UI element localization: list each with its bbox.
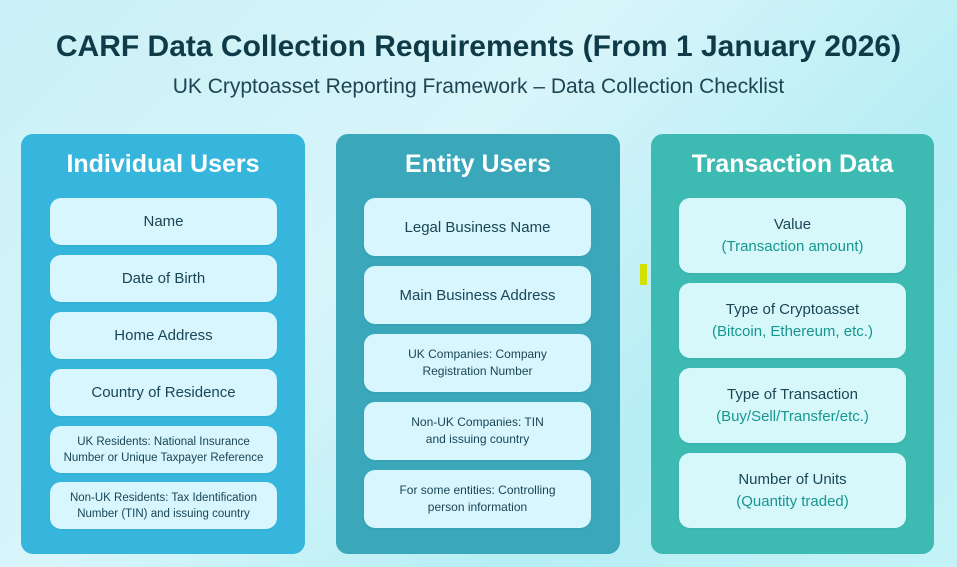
item-label: Value [773, 215, 812, 233]
item-detail: (Buy/Sell/Transfer/etc.) [716, 407, 869, 425]
item-detail: (Transaction amount) [721, 237, 864, 255]
entity-users-panel: Entity Users Legal Business Name Main Bu… [336, 134, 620, 554]
list-item: Non-UK Companies: TIN and issuing countr… [364, 402, 591, 460]
item-label: Type of Transaction [727, 385, 858, 403]
list-item: Home Address [50, 312, 277, 359]
item-label: Type of Cryptoasset [725, 300, 860, 318]
list-item: Number of Units (Quantity traded) [679, 453, 906, 528]
list-item: Legal Business Name [364, 198, 591, 256]
list-item: Non-UK Residents: Tax Identification Num… [50, 482, 277, 529]
highlight-marker [640, 264, 647, 285]
panel-title: Entity Users [405, 150, 551, 178]
list-item: Type of Transaction (Buy/Sell/Transfer/e… [679, 368, 906, 443]
list-item: Type of Cryptoasset (Bitcoin, Ethereum, … [679, 283, 906, 358]
list-item: Main Business Address [364, 266, 591, 324]
page-title: CARF Data Collection Requirements (From … [55, 30, 902, 63]
list-item: UK Companies: Company Registration Numbe… [364, 334, 591, 392]
item-detail: (Bitcoin, Ethereum, etc.) [712, 322, 873, 340]
panel-title: Individual Users [66, 150, 260, 178]
list-item: UK Residents: National Insurance Number … [50, 426, 277, 473]
list-item: For some entities: Controlling person in… [364, 470, 591, 528]
panel-title: Transaction Data [691, 150, 894, 178]
individual-users-panel: Individual Users Name Date of Birth Home… [21, 134, 305, 554]
item-detail: (Quantity traded) [736, 492, 849, 510]
transaction-data-panel: Transaction Data Value (Transaction amou… [651, 134, 934, 554]
page-subtitle: UK Cryptoasset Reporting Framework – Dat… [172, 75, 785, 98]
list-item: Name [50, 198, 277, 245]
list-item: Value (Transaction amount) [679, 198, 906, 273]
list-item: Date of Birth [50, 255, 277, 302]
list-item: Country of Residence [50, 369, 277, 416]
item-label: Number of Units [738, 470, 847, 488]
